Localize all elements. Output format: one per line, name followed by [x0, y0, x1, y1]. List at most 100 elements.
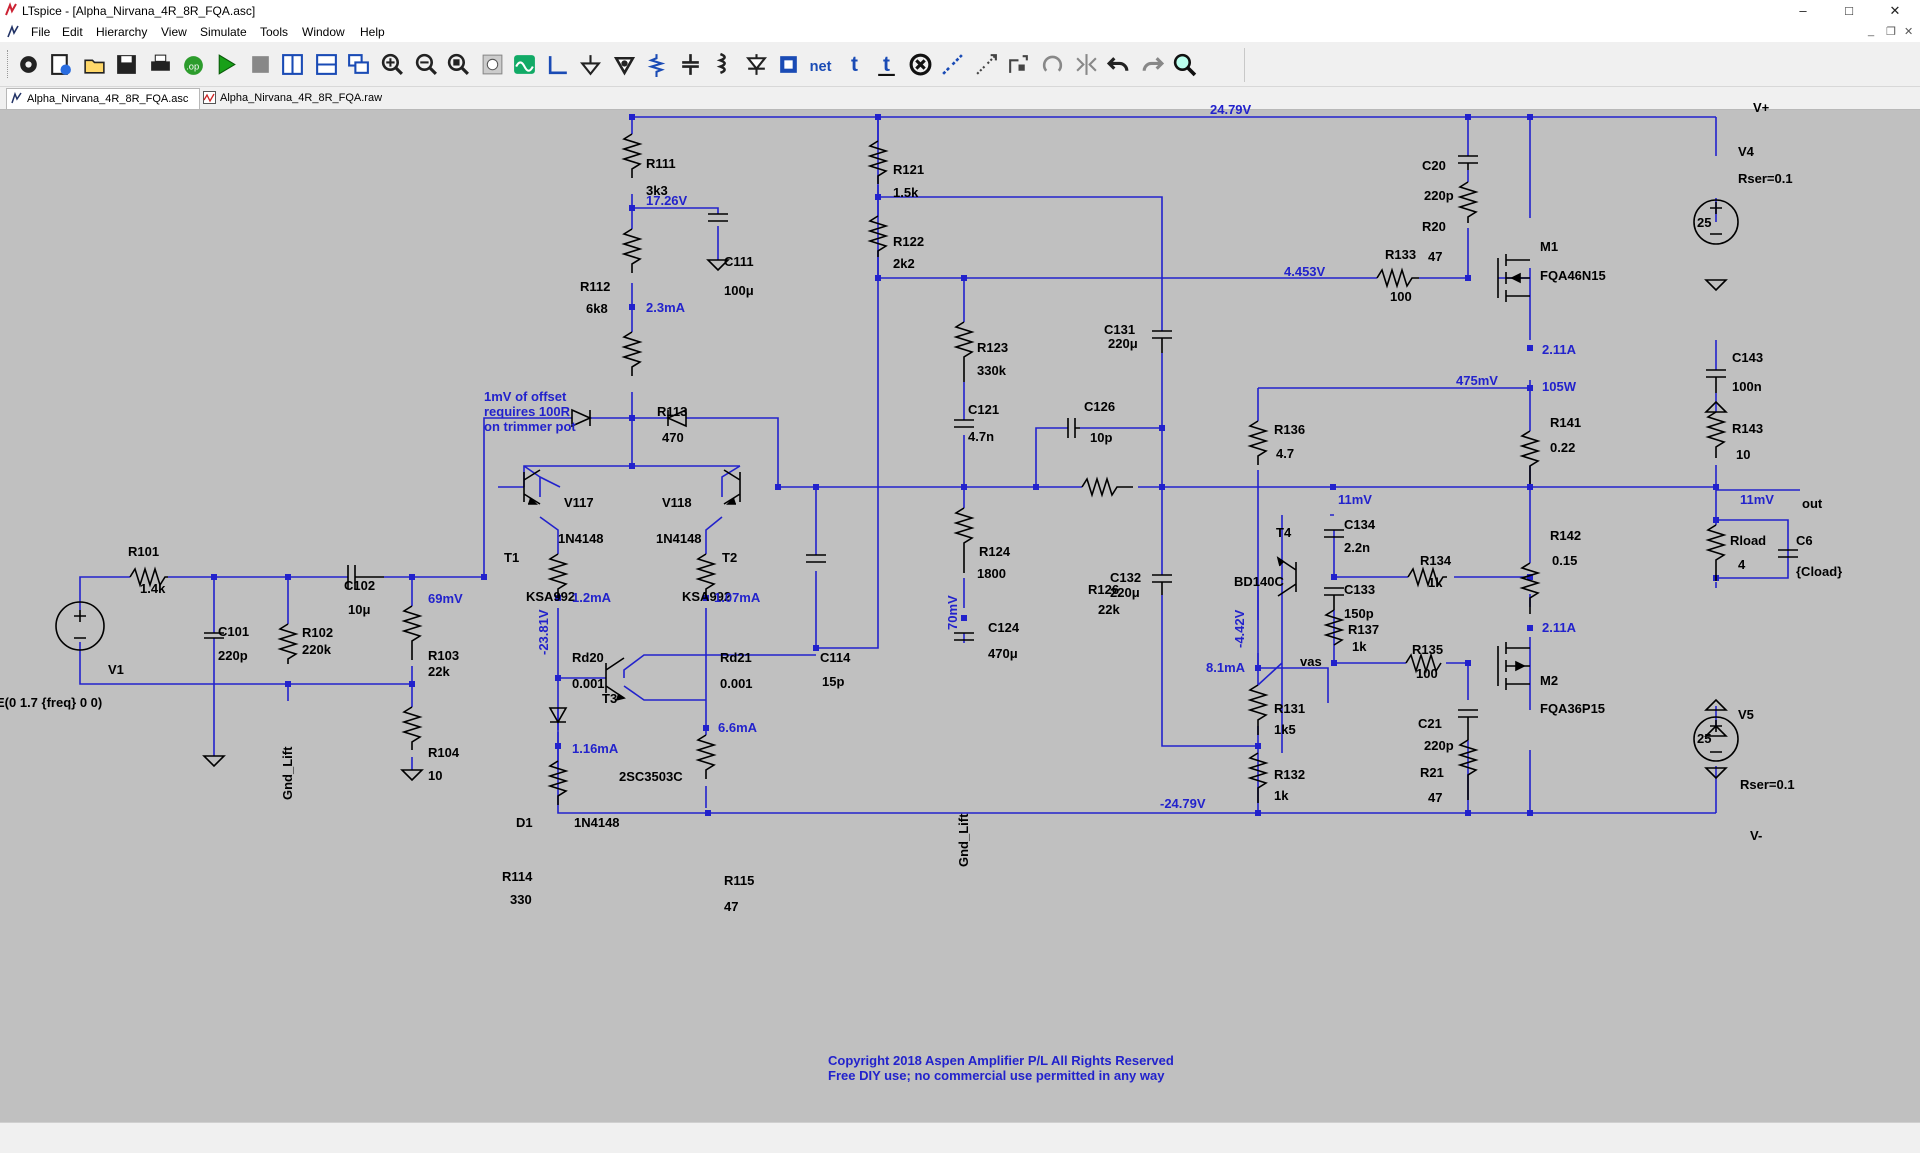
find-button[interactable] — [1172, 52, 1197, 77]
resistor-r121 — [867, 140, 889, 184]
menu-hierarchy[interactable]: Hierarchy — [96, 25, 148, 39]
resistor-button[interactable] — [644, 52, 669, 77]
menu-help[interactable]: Help — [360, 25, 385, 39]
resistor-r21 — [1457, 739, 1479, 800]
rail-flag-2 — [1704, 698, 1728, 711]
value-r20: 47 — [1428, 249, 1442, 264]
document-icon[interactable] — [6, 24, 20, 39]
halt-button[interactable] — [248, 52, 273, 77]
undo-button[interactable] — [1106, 52, 1131, 77]
value-r134: 1k — [1428, 575, 1443, 590]
title-bar: LTspice - [Alpha_Nirvana_4R_8R_FQA.asc] … — [0, 0, 1920, 22]
zoom-out-button[interactable] — [414, 52, 439, 77]
zoom-in-button[interactable] — [380, 52, 405, 77]
component-button[interactable] — [776, 52, 801, 77]
tab-schematic[interactable]: Alpha_Nirvana_4R_8R_FQA.asc — [6, 88, 200, 109]
toolbar-grip[interactable] — [7, 50, 11, 78]
value-r113: 470 — [662, 430, 684, 445]
menu-window[interactable]: Window — [302, 25, 345, 39]
value-d1: 1N4148 — [574, 815, 620, 830]
zoom-area-button[interactable] — [480, 52, 505, 77]
ref-r121: R121 — [893, 162, 924, 177]
menu-file[interactable]: File — [31, 25, 51, 39]
maximize-button[interactable]: □ — [1845, 3, 1853, 18]
menu-simulate[interactable]: Simulate — [200, 25, 247, 39]
zoom-fit-icon — [447, 53, 469, 75]
ground-4 — [1704, 279, 1728, 292]
zoom-full-button[interactable] — [446, 52, 471, 77]
settings-button[interactable] — [16, 52, 41, 77]
ref-t2: T2 — [722, 550, 737, 565]
value-c6: {Cload} — [1796, 564, 1842, 579]
save-button[interactable] — [114, 52, 139, 77]
toolbar-separator — [1244, 48, 1245, 82]
control-panel-button[interactable]: .op — [181, 52, 206, 77]
diode-button[interactable] — [744, 52, 769, 77]
save-icon — [117, 55, 136, 74]
label-net-button[interactable] — [612, 52, 637, 77]
value-r102: 220k — [302, 642, 332, 657]
drag-button[interactable] — [1006, 52, 1031, 77]
capacitor-c21 — [1458, 709, 1478, 740]
ref-c131: C131 — [1104, 322, 1135, 337]
open-button[interactable] — [82, 52, 107, 77]
value-t4: BD140C — [1234, 574, 1284, 589]
netlist-button[interactable]: net — [808, 52, 833, 77]
resistor-r135 — [1405, 652, 1442, 674]
ref-r132: R132 — [1274, 767, 1305, 782]
cascade-button[interactable] — [346, 52, 371, 77]
spice-directive-button[interactable]: t — [874, 52, 899, 77]
ref-v1: V1 — [108, 662, 124, 677]
tile-vertical-button[interactable] — [280, 52, 305, 77]
capacitor-c132 — [1152, 574, 1172, 595]
tile-horizontal-button[interactable] — [314, 52, 339, 77]
text-icon: t — [851, 53, 858, 76]
ref-c6: C6 — [1796, 533, 1813, 548]
net-label-gnd-lift-1: Gnd_Lift — [956, 813, 971, 867]
new-schematic-button[interactable] — [48, 52, 73, 77]
value-v117: 1N4148 — [558, 531, 604, 546]
resistor-r112 — [621, 228, 643, 273]
inductor-button[interactable] — [710, 52, 735, 77]
value-v118: 1N4148 — [656, 531, 702, 546]
capacitor-c134 — [1324, 529, 1344, 538]
run-button[interactable] — [214, 52, 239, 77]
menu-tools[interactable]: Tools — [260, 25, 289, 39]
ref-c111: C111 — [724, 254, 754, 269]
autoscale-button[interactable] — [512, 52, 537, 77]
minimize-button[interactable]: – — [1799, 3, 1807, 18]
node-voltage-3: 69mV — [428, 591, 463, 606]
text-button[interactable]: t — [842, 52, 867, 77]
capacitor-button[interactable] — [678, 52, 703, 77]
value-v4: 25 — [1697, 215, 1711, 230]
mdi-close-button[interactable]: ✕ — [1904, 26, 1914, 38]
zoom-area-icon — [482, 54, 503, 75]
menu-bar: File Edit Hierarchy View Simulate Tools … — [0, 22, 1920, 42]
tab-waveform[interactable]: Alpha_Nirvana_4R_8R_FQA.raw — [200, 88, 396, 108]
mirror-button[interactable] — [1074, 52, 1099, 77]
resistor-r132 — [1247, 752, 1269, 803]
ref-r136: R136 — [1274, 422, 1305, 437]
schematic-drawing[interactable]: R1011.4kC101220pR102220kC10210μR10322kR1… — [0, 100, 1920, 1122]
duplicate-button[interactable] — [940, 52, 965, 77]
ground-button[interactable] — [578, 52, 603, 77]
tile-horizontal-icon — [316, 54, 337, 75]
redo-button[interactable] — [1140, 52, 1165, 77]
rotate-button[interactable] — [1040, 52, 1065, 77]
node-voltage-11: 2.11A — [1542, 342, 1577, 357]
close-button[interactable]: ✕ — [1889, 3, 1901, 18]
wire-button[interactable] — [546, 52, 571, 77]
menu-edit[interactable]: Edit — [62, 25, 83, 39]
junctions — [211, 114, 1719, 816]
ref-c102: C102 — [344, 578, 375, 593]
mdi-restore-button[interactable]: ❐ — [1886, 26, 1896, 38]
print-button[interactable] — [148, 52, 173, 77]
mdi-minimize-button[interactable]: _ — [1868, 25, 1875, 37]
value-c131: 220μ — [1108, 336, 1138, 351]
delete-button[interactable] — [908, 52, 933, 77]
capacitor-c126 — [1067, 418, 1080, 438]
move-button[interactable] — [974, 52, 999, 77]
ref-r133: R133 — [1385, 247, 1416, 262]
menu-view[interactable]: View — [161, 25, 187, 39]
